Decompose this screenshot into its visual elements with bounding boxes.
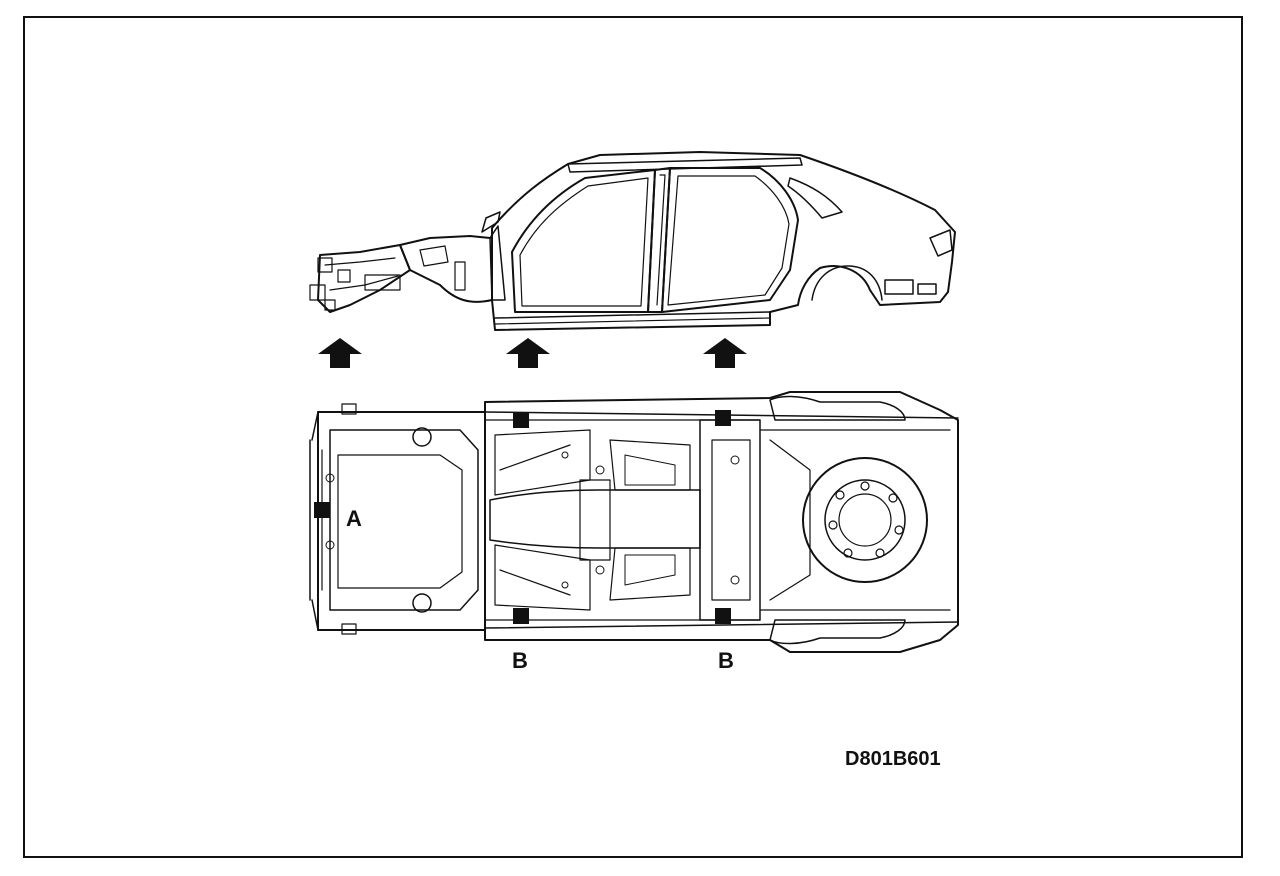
arrow-up-rear <box>703 338 747 368</box>
lift-point-markers <box>314 410 731 624</box>
label-b-rear: B <box>718 648 734 673</box>
figure-code: D801B601 <box>845 748 941 770</box>
lift-point-marker-left-rear <box>715 410 731 426</box>
figure-frame <box>23 16 1243 858</box>
label-a: A <box>346 506 362 531</box>
label-b-front: B <box>512 648 528 673</box>
lift-point-marker-front <box>314 502 330 518</box>
arrow-up-front <box>318 338 362 368</box>
underbody-view <box>309 391 959 653</box>
lift-point-marker-right-front <box>513 608 529 624</box>
body-side-view <box>309 151 956 331</box>
arrow-up-middle <box>506 338 550 368</box>
lift-arrows <box>318 338 747 368</box>
lift-point-marker-right-rear <box>715 608 731 624</box>
lift-point-marker-left-front <box>513 412 529 428</box>
